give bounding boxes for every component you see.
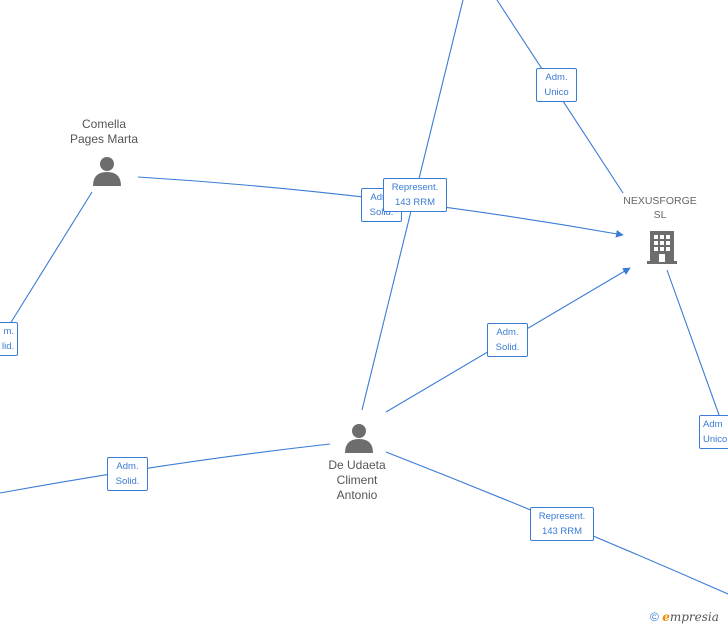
edge-label-represent-lower-right[interactable]: Represent. 143 RRM <box>530 507 594 541</box>
edge-comella-to-left[interactable] <box>0 191 93 341</box>
edge-label-line1: m. <box>3 326 14 337</box>
edge-left-to-udaeta[interactable] <box>0 443 331 494</box>
edge-label-line1: Represent. <box>391 182 439 193</box>
brand-logo-text: mpresia <box>669 610 719 624</box>
edge-label-line1: Adm <box>703 419 723 430</box>
node-name-line1: De Udaeta <box>328 458 386 472</box>
node-label-udaeta: De Udaeta Climent Antonio <box>307 458 407 503</box>
edge-label-line2: Unico <box>703 434 728 445</box>
watermark: © empresia <box>650 610 719 624</box>
edge-label-line1: Adm. <box>116 461 139 472</box>
edge-label-line2: lid. <box>2 341 15 352</box>
node-name-line1: Comella <box>81 117 126 131</box>
node-name-line2: Pages Marta <box>69 132 139 146</box>
node-name-line2: SL <box>653 209 667 221</box>
node-label-comella: Comella Pages Marta <box>54 117 154 147</box>
edge-label-line1: Adm. <box>496 327 519 338</box>
edge-label-represent-center[interactable]: Represent. 143 RRM <box>383 178 447 212</box>
edge-label-adm-unico-top[interactable]: Adm. Unico <box>536 68 577 102</box>
copyright-icon: © <box>650 610 659 624</box>
edge-label-line2: Solid. <box>115 476 140 487</box>
edge-label-line1: Adm. <box>370 192 393 203</box>
edge-label-adm-solid-udaeta-nexus[interactable]: Adm. Solid. <box>487 323 528 357</box>
edge-label-adm-unico-right[interactable]: Adm Unico <box>699 415 728 449</box>
edge-label-line2: Solid. <box>495 342 520 353</box>
edge-label-line1: Represent. <box>538 511 586 522</box>
edge-label-line2: Unico <box>544 87 569 98</box>
edge-label-adm-solid-left-edge[interactable]: m. lid. <box>0 322 18 356</box>
edge-label-line2: 143 RRM <box>541 526 583 537</box>
edge-label-line2: Solid. <box>369 207 394 218</box>
node-label-nexusforge: NEXUSFORGE SL <box>610 194 710 222</box>
node-name-line2: Climent <box>336 473 378 487</box>
building-icon[interactable] <box>644 229 680 265</box>
node-name-line3: Antonio <box>336 488 378 502</box>
node-name-line1: NEXUSFORGE <box>623 195 697 207</box>
brand-logo-e: e <box>662 610 670 624</box>
person-icon[interactable] <box>344 422 374 454</box>
edge-label-line1: Adm. <box>545 72 568 83</box>
edge-label-adm-solid-lower-left[interactable]: Adm. Solid. <box>107 457 148 491</box>
person-icon[interactable] <box>92 155 122 187</box>
edge-label-line2: 143 RRM <box>394 197 436 208</box>
edge-nexusforge-to-right[interactable] <box>666 269 728 441</box>
